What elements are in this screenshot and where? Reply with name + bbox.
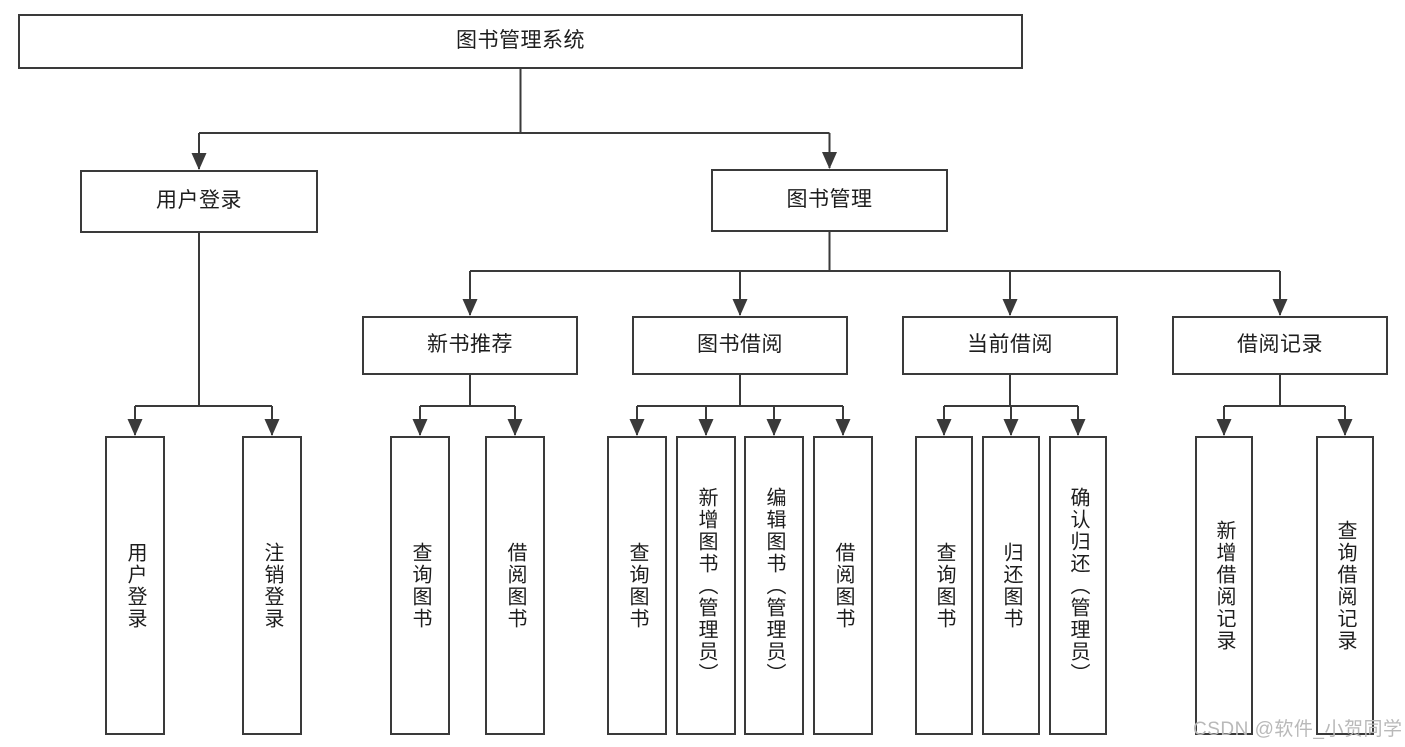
node-label: 当前借阅 [967,333,1053,357]
node-root[interactable]: 图书管理系统 [18,14,1023,69]
arrowhead-icon [698,419,714,436]
node-borrow[interactable]: 图书借阅 [632,316,848,375]
node-label: 编辑图书（管理员） [763,486,785,685]
arrowhead-icon [1070,419,1086,436]
node-leaf-record-2[interactable]: 查询借阅记录 [1316,436,1374,735]
node-leaf-borrow-3[interactable]: 编辑图书（管理员） [744,436,804,735]
node-leaf-newbook-1[interactable]: 查询图书 [390,436,450,735]
arrowhead-icon [822,152,837,169]
node-label: 借阅图书 [832,541,854,630]
node-leaf-login-1[interactable]: 用户登录 [105,436,165,735]
arrowhead-icon [462,299,478,316]
node-leaf-borrow-2[interactable]: 新增图书（管理员） [676,436,736,735]
node-label: 新书推荐 [427,333,513,357]
arrowhead-icon [1002,299,1018,316]
node-label: 新增借阅记录 [1213,519,1235,652]
node-newbook[interactable]: 新书推荐 [362,316,578,375]
node-bookmgmt[interactable]: 图书管理 [711,169,948,232]
node-record[interactable]: 借阅记录 [1172,316,1388,375]
node-label: 查询图书 [409,541,431,630]
node-label: 用户登录 [156,189,242,213]
node-leaf-borrow-1[interactable]: 查询图书 [607,436,667,735]
node-label: 归还图书 [1000,541,1022,630]
node-leaf-newbook-2[interactable]: 借阅图书 [485,436,545,735]
arrowhead-icon [1337,419,1353,436]
node-label: 新增图书（管理员） [695,486,717,685]
node-leaf-login-2[interactable]: 注销登录 [242,436,302,735]
arrowhead-icon [629,419,645,436]
arrowhead-icon [127,419,143,436]
node-leaf-current-2[interactable]: 归还图书 [982,436,1040,735]
node-label: 借阅记录 [1237,333,1323,357]
node-label: 查询图书 [933,541,955,630]
node-label: 查询借阅记录 [1334,519,1356,652]
node-label: 注销登录 [261,541,283,630]
arrowhead-icon [936,419,952,436]
node-label: 图书管理系统 [456,29,585,53]
node-leaf-borrow-4[interactable]: 借阅图书 [813,436,873,735]
node-label: 图书借阅 [697,333,783,357]
node-leaf-record-1[interactable]: 新增借阅记录 [1195,436,1253,735]
node-leaf-current-3[interactable]: 确认归还（管理员） [1049,436,1107,735]
node-current[interactable]: 当前借阅 [902,316,1118,375]
arrowhead-icon [507,419,523,436]
arrowhead-icon [835,419,851,436]
node-label: 借阅图书 [504,541,526,630]
node-leaf-current-1[interactable]: 查询图书 [915,436,973,735]
node-login[interactable]: 用户登录 [80,170,318,233]
arrowhead-icon [732,299,748,316]
arrowhead-icon [412,419,428,436]
arrowhead-icon [1003,419,1019,436]
node-label: 确认归还（管理员） [1067,486,1089,685]
node-label: 用户登录 [124,541,146,630]
arrowhead-icon [191,153,207,170]
arrowhead-icon [766,419,782,436]
node-label: 图书管理 [786,188,873,212]
arrowhead-icon [264,419,280,436]
arrowhead-icon [1216,419,1232,436]
node-label: 查询图书 [626,541,648,630]
arrowhead-icon [1272,299,1288,316]
